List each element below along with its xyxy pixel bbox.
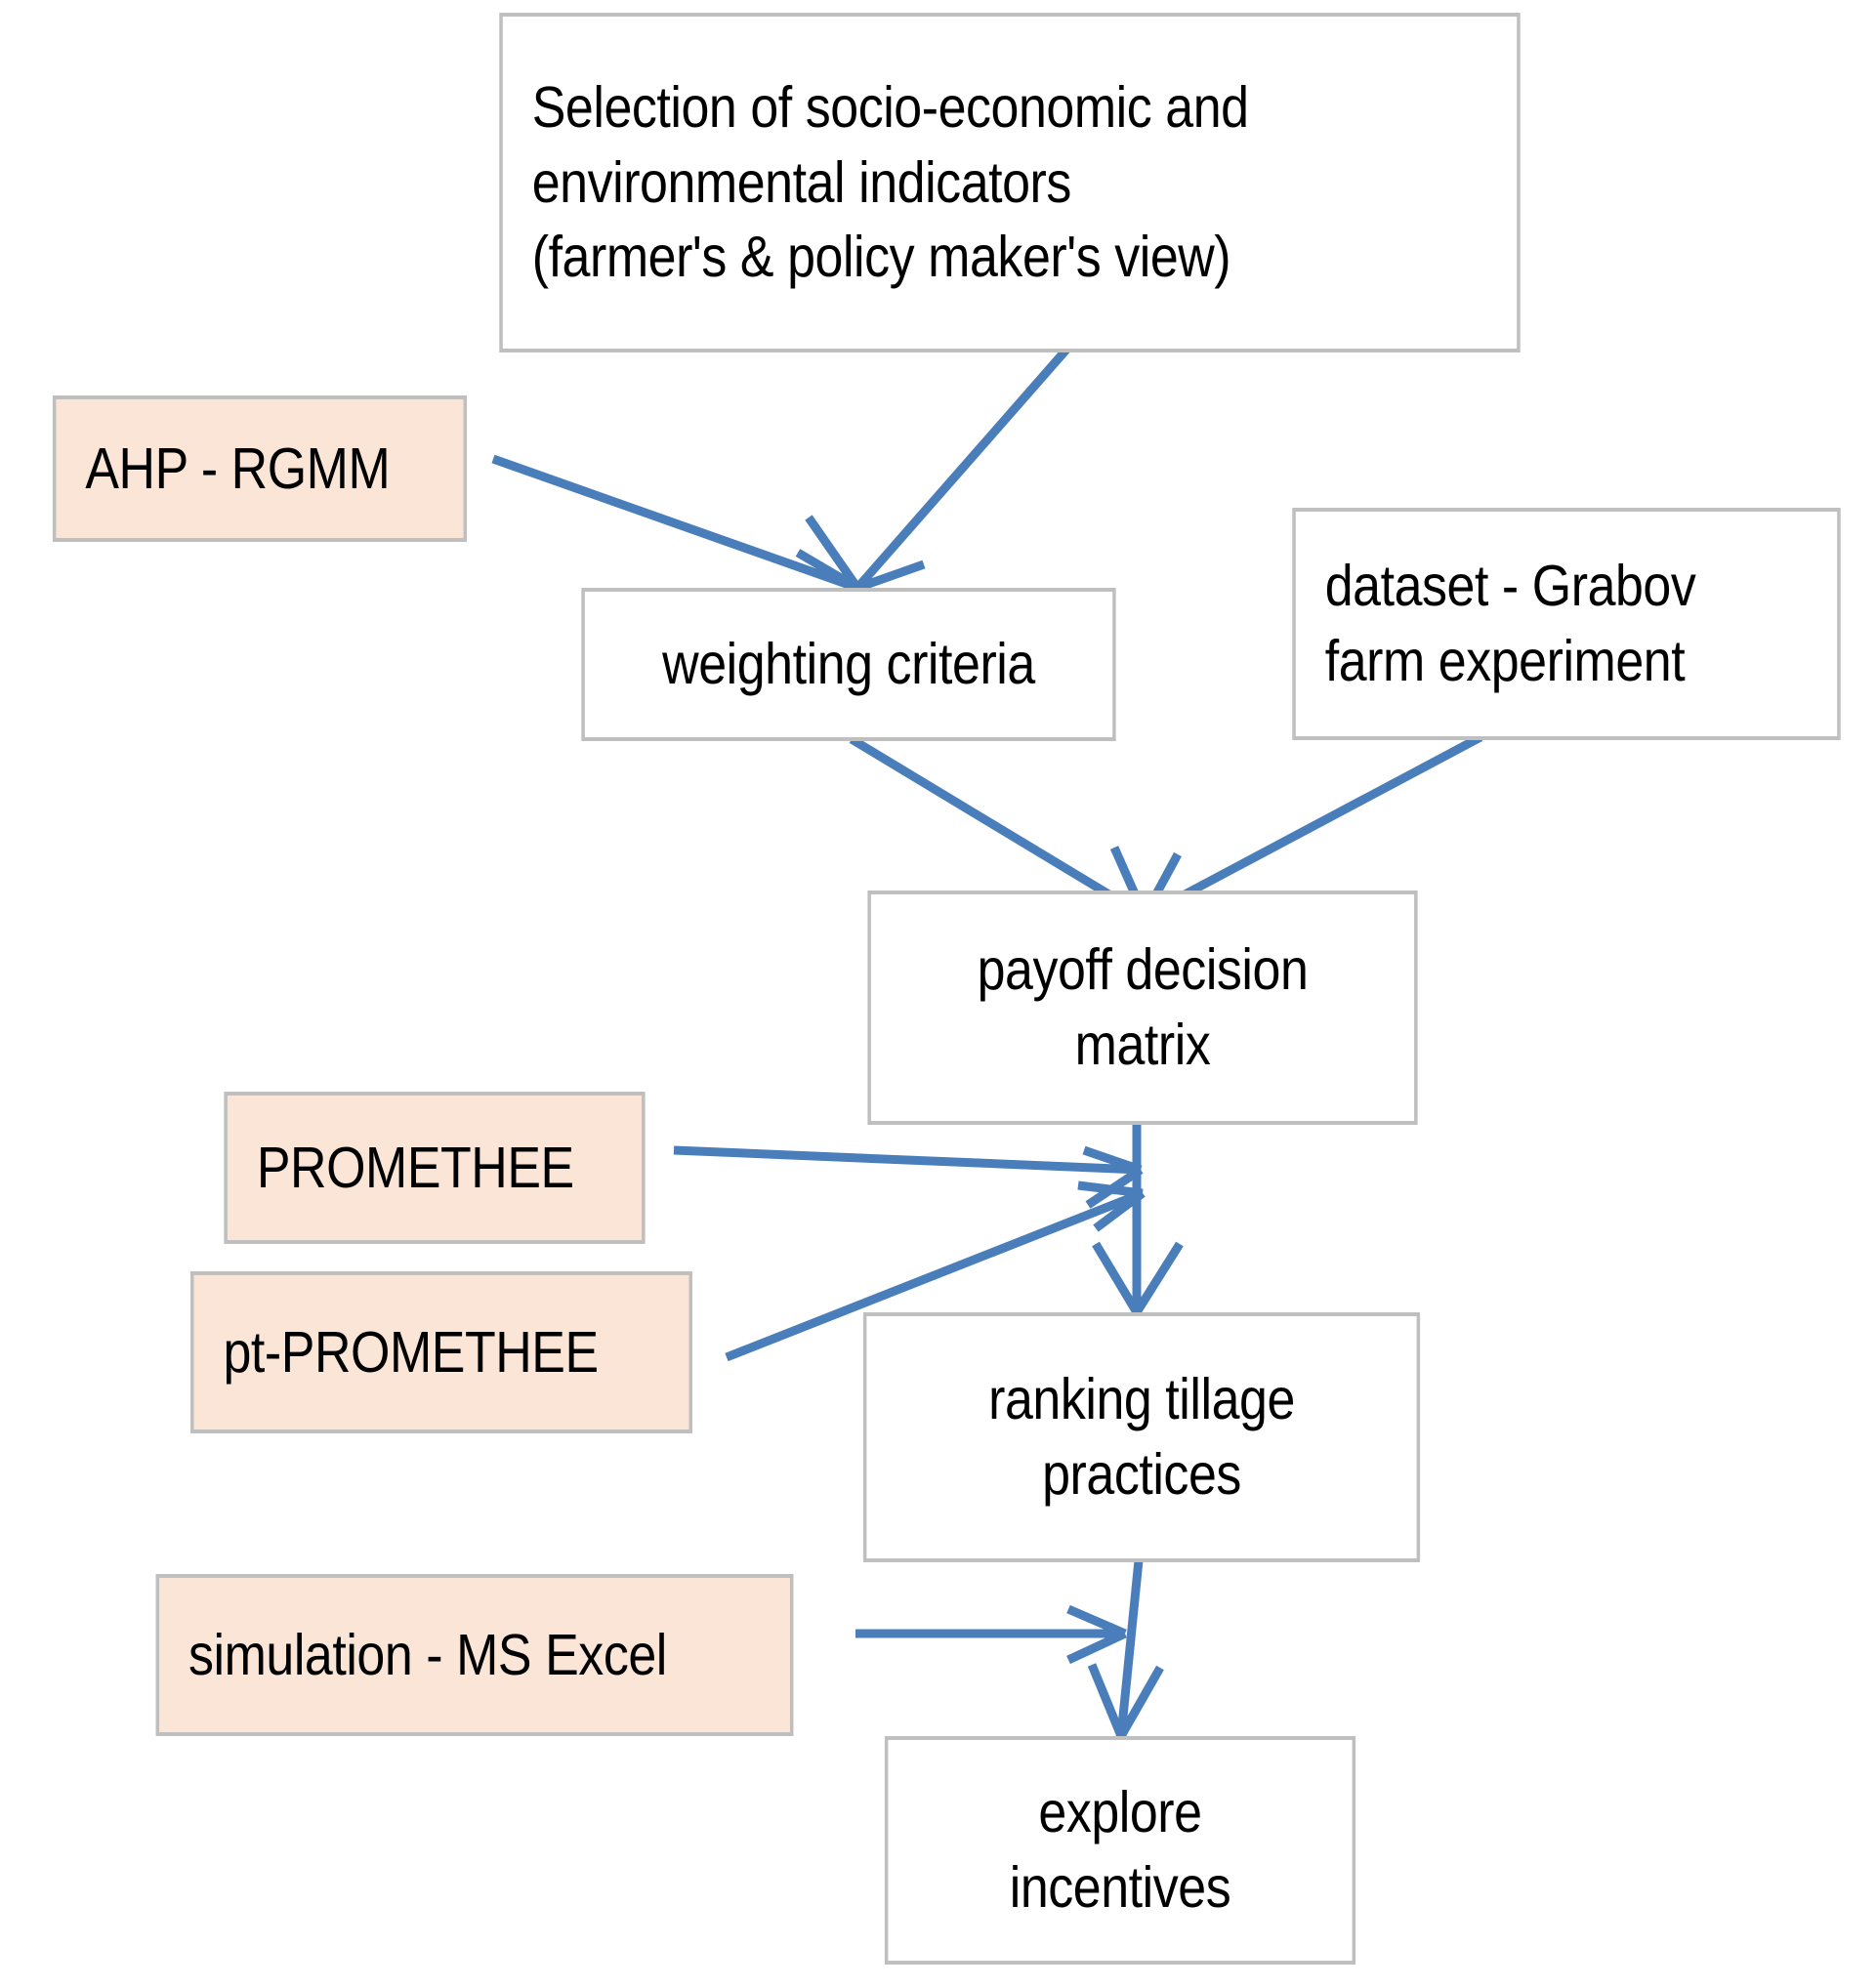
node-explore-incentives[interactable]: explore incentives <box>884 1736 1356 1965</box>
edge-promethee-to-payoff <box>673 1145 1144 1209</box>
node-payoff-matrix[interactable]: payoff decision matrix <box>867 890 1418 1125</box>
node-dataset-grabov[interactable]: dataset - Grabov farm experiment <box>1292 508 1841 740</box>
node-weighting-criteria-label: weighting criteria <box>662 632 1035 697</box>
node-explore-incentives-label: explore incentives <box>1009 1780 1231 1920</box>
node-indicators[interactable]: Selection of socio-economic and environm… <box>499 13 1521 352</box>
node-dataset-grabov-label: dataset - Grabov farm experiment <box>1324 554 1696 693</box>
edge-simulation-to-ranking <box>855 1604 1127 1665</box>
edge-payoff-to-ranking <box>1092 1123 1184 1315</box>
node-pt-promethee-label: pt-PROMETHEE <box>223 1319 599 1385</box>
node-payoff-matrix-label: payoff decision matrix <box>977 937 1309 1077</box>
node-pt-promethee[interactable]: pt-PROMETHEE <box>190 1271 692 1433</box>
node-weighting-criteria[interactable]: weighting criteria <box>581 588 1116 741</box>
node-ranking-tillage[interactable]: ranking tillage practices <box>862 1312 1421 1562</box>
node-ahp-rgmm[interactable]: AHP - RGMM <box>52 395 468 542</box>
node-indicators-label: Selection of socio-economic and environm… <box>531 74 1249 290</box>
node-promethee-label: PROMETHEE <box>256 1135 574 1200</box>
node-simulation-excel-label: simulation - MS Excel <box>188 1622 667 1687</box>
node-ranking-tillage-label: ranking tillage practices <box>988 1367 1295 1507</box>
edge-indicators-to-weighting <box>805 347 1070 593</box>
edge-ranking-to-explore <box>1087 1559 1164 1739</box>
node-simulation-excel[interactable]: simulation - MS Excel <box>155 1574 794 1736</box>
node-promethee[interactable]: PROMETHEE <box>224 1092 646 1244</box>
node-ahp-rgmm-label: AHP - RGMM <box>85 435 391 501</box>
